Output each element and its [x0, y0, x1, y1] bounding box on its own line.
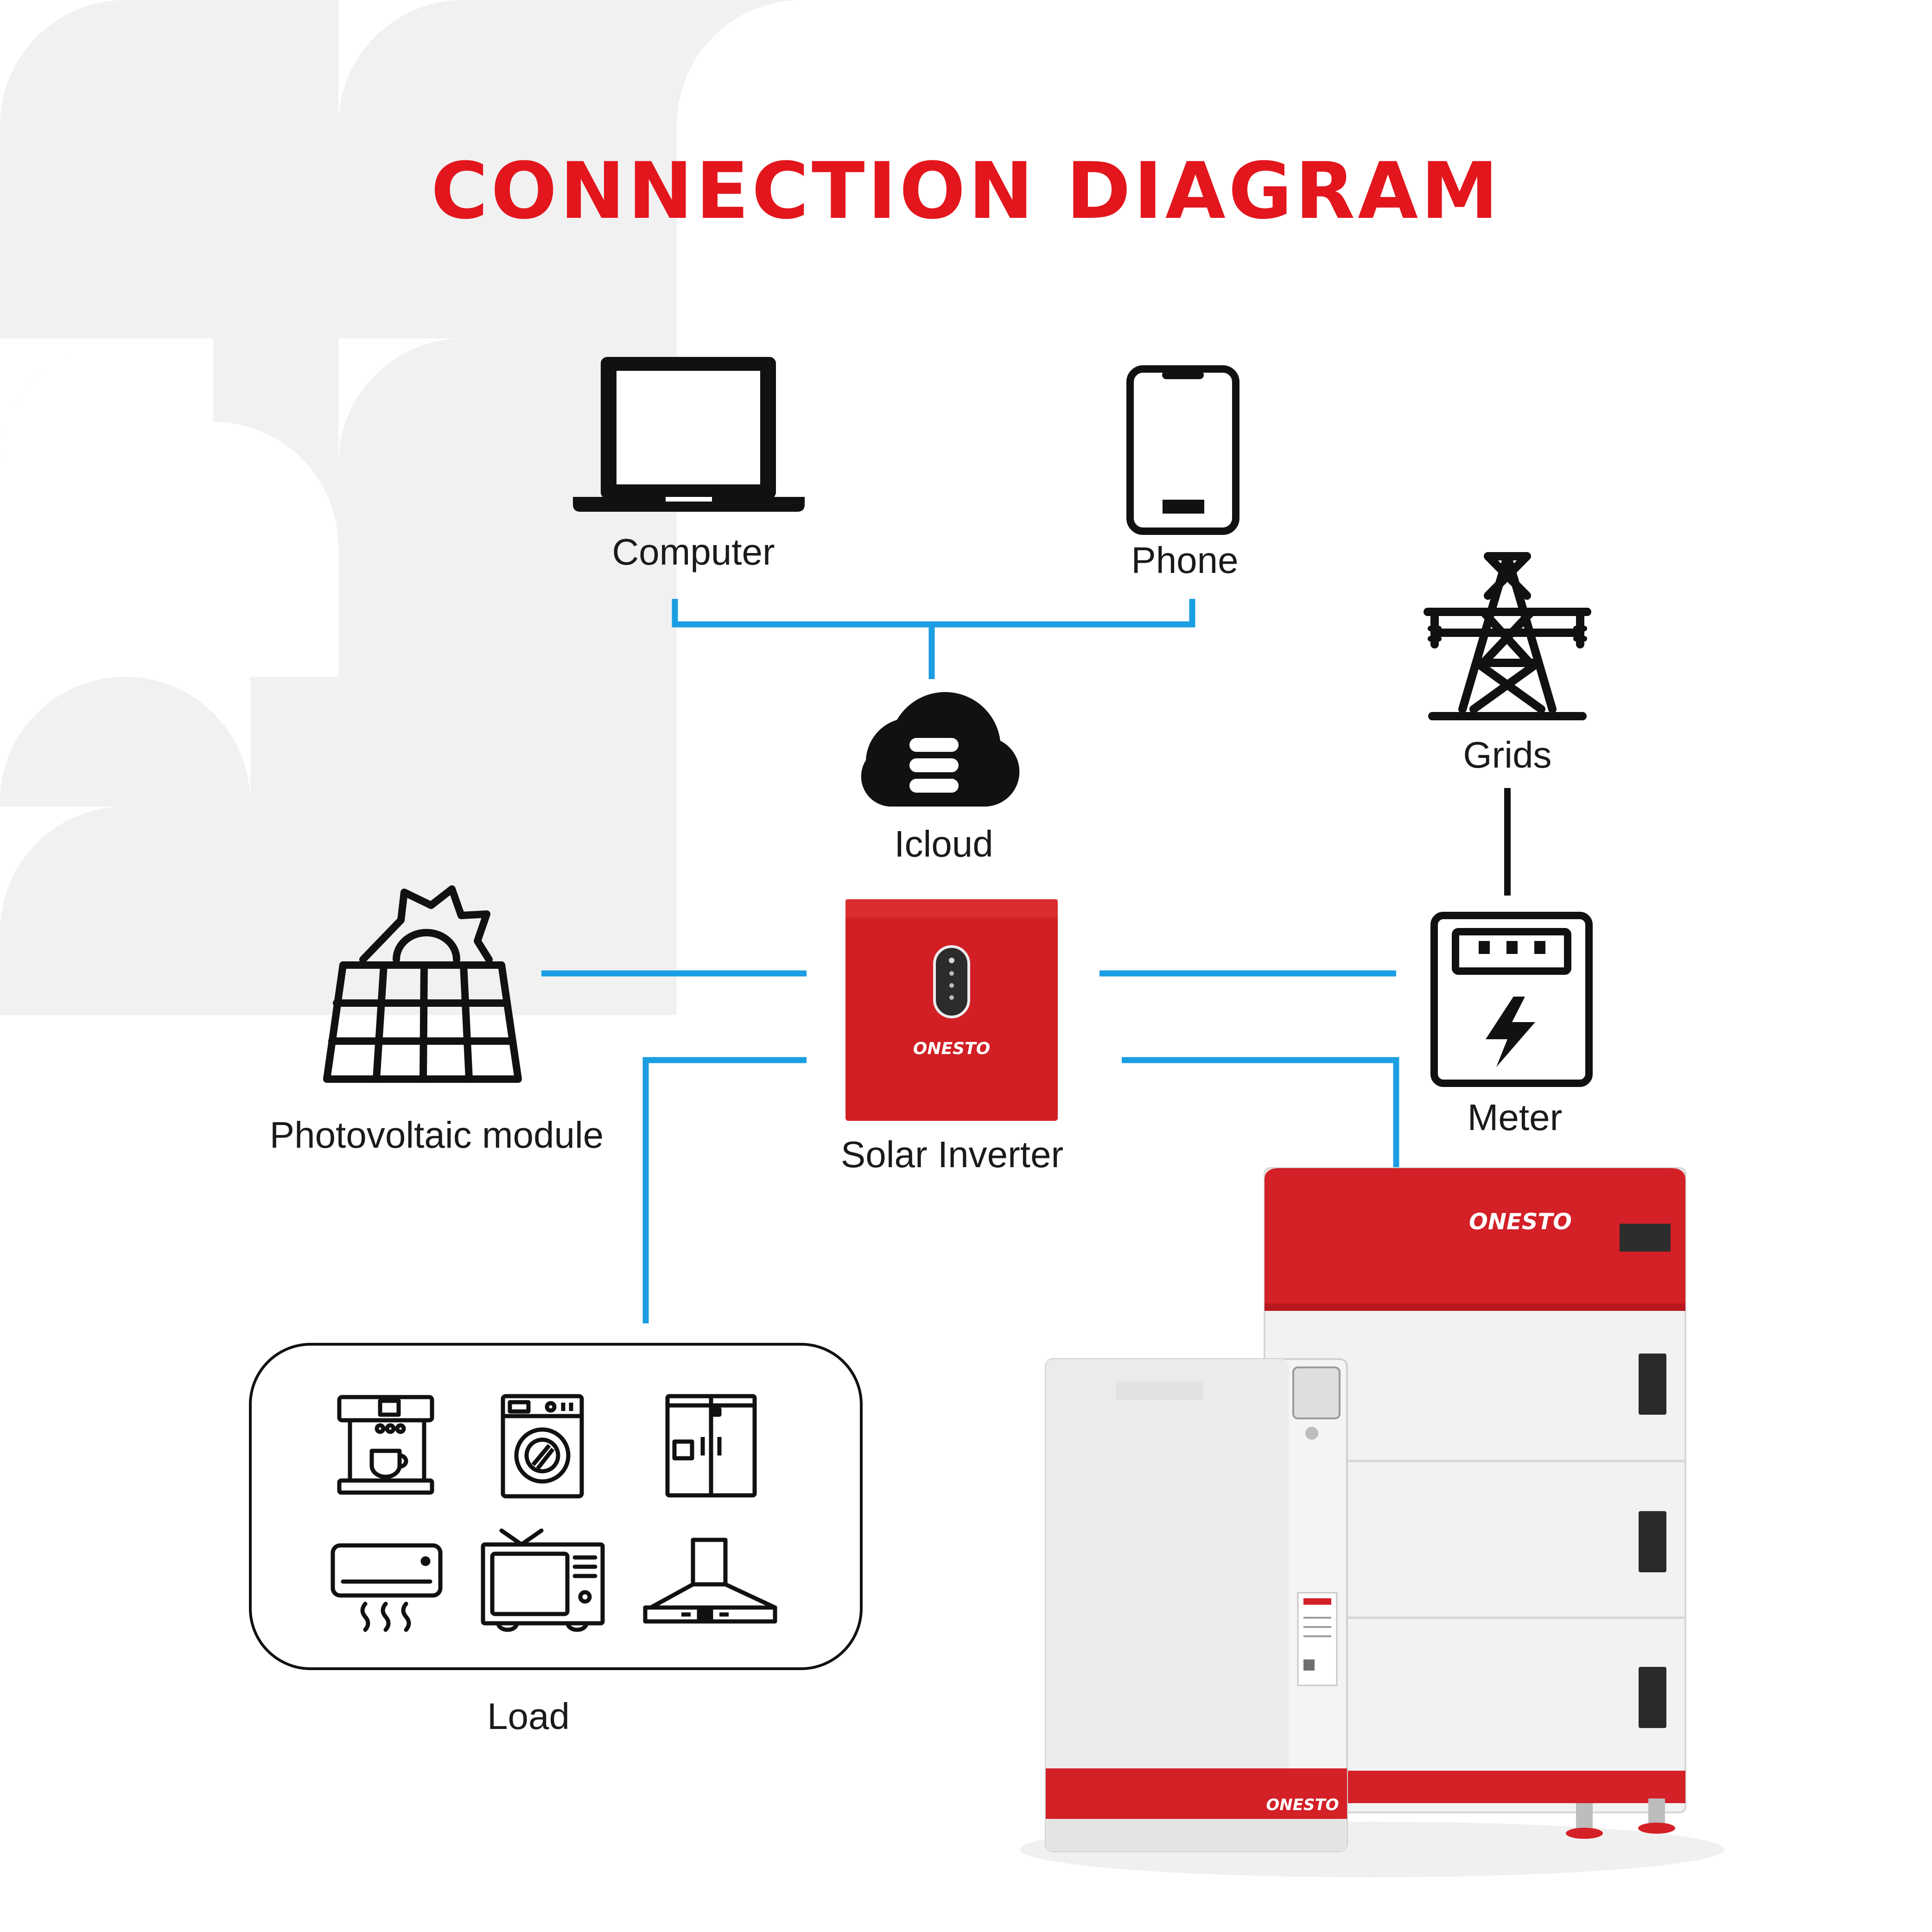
connectors: [541, 599, 1511, 1323]
connector-inverter-battery: [1122, 1057, 1399, 1168]
refrigerator-icon: [665, 1394, 757, 1498]
transmission-tower-icon: [1424, 552, 1591, 720]
inverter-icon: ONESTO: [845, 899, 1058, 1121]
cabinet-unit-brand: ONESTO: [1266, 1796, 1339, 1814]
stacked-unit-brand: ONESTO: [1469, 1209, 1572, 1235]
connector-computer-phone: [672, 599, 1195, 628]
electric-meter-icon: [1430, 912, 1593, 1087]
inverter-label: Solar Inverter: [841, 1134, 1063, 1175]
phone-label: Phone: [1131, 540, 1238, 581]
grids-node[interactable]: Grids: [1424, 552, 1591, 775]
washing-machine-icon: [501, 1394, 584, 1499]
coffee-machine-icon: [337, 1395, 434, 1495]
diagram-title: CONNECTION DIAGRAM: [431, 146, 1501, 236]
solar-panel-icon: [323, 885, 522, 1083]
meter-node[interactable]: Meter: [1430, 912, 1593, 1138]
load-label: Load: [487, 1696, 570, 1737]
television-icon: [481, 1528, 605, 1632]
grids-label: Grids: [1463, 734, 1551, 775]
cloud-server-icon: [861, 692, 1020, 807]
air-conditioner-icon: [330, 1543, 443, 1632]
meter-label: Meter: [1468, 1097, 1563, 1138]
icloud-label: Icloud: [894, 823, 993, 864]
cabinet-battery-unit: ONESTO: [1045, 1358, 1348, 1852]
smartphone-icon: [1126, 365, 1239, 535]
computer-node[interactable]: Computer: [573, 357, 805, 572]
computer-label: Computer: [612, 531, 775, 572]
icloud-node[interactable]: Icloud: [861, 692, 1020, 864]
laptop-icon: [573, 357, 805, 512]
load-node[interactable]: Load: [249, 1343, 863, 1737]
connector-inverter-load: [642, 1057, 807, 1323]
photovoltaic-node[interactable]: Photovoltaic module: [270, 885, 604, 1156]
battery-storage: ONESTO ONESTO: [1020, 1167, 1724, 1877]
inverter-node[interactable]: ONESTO Solar Inverter: [841, 899, 1063, 1175]
range-hood-icon: [643, 1538, 777, 1624]
phone-node[interactable]: Phone: [1126, 365, 1239, 581]
inverter-brand: ONESTO: [913, 1039, 990, 1058]
insulator-marks: [1428, 626, 1587, 642]
photovoltaic-label: Photovoltaic module: [270, 1114, 604, 1156]
